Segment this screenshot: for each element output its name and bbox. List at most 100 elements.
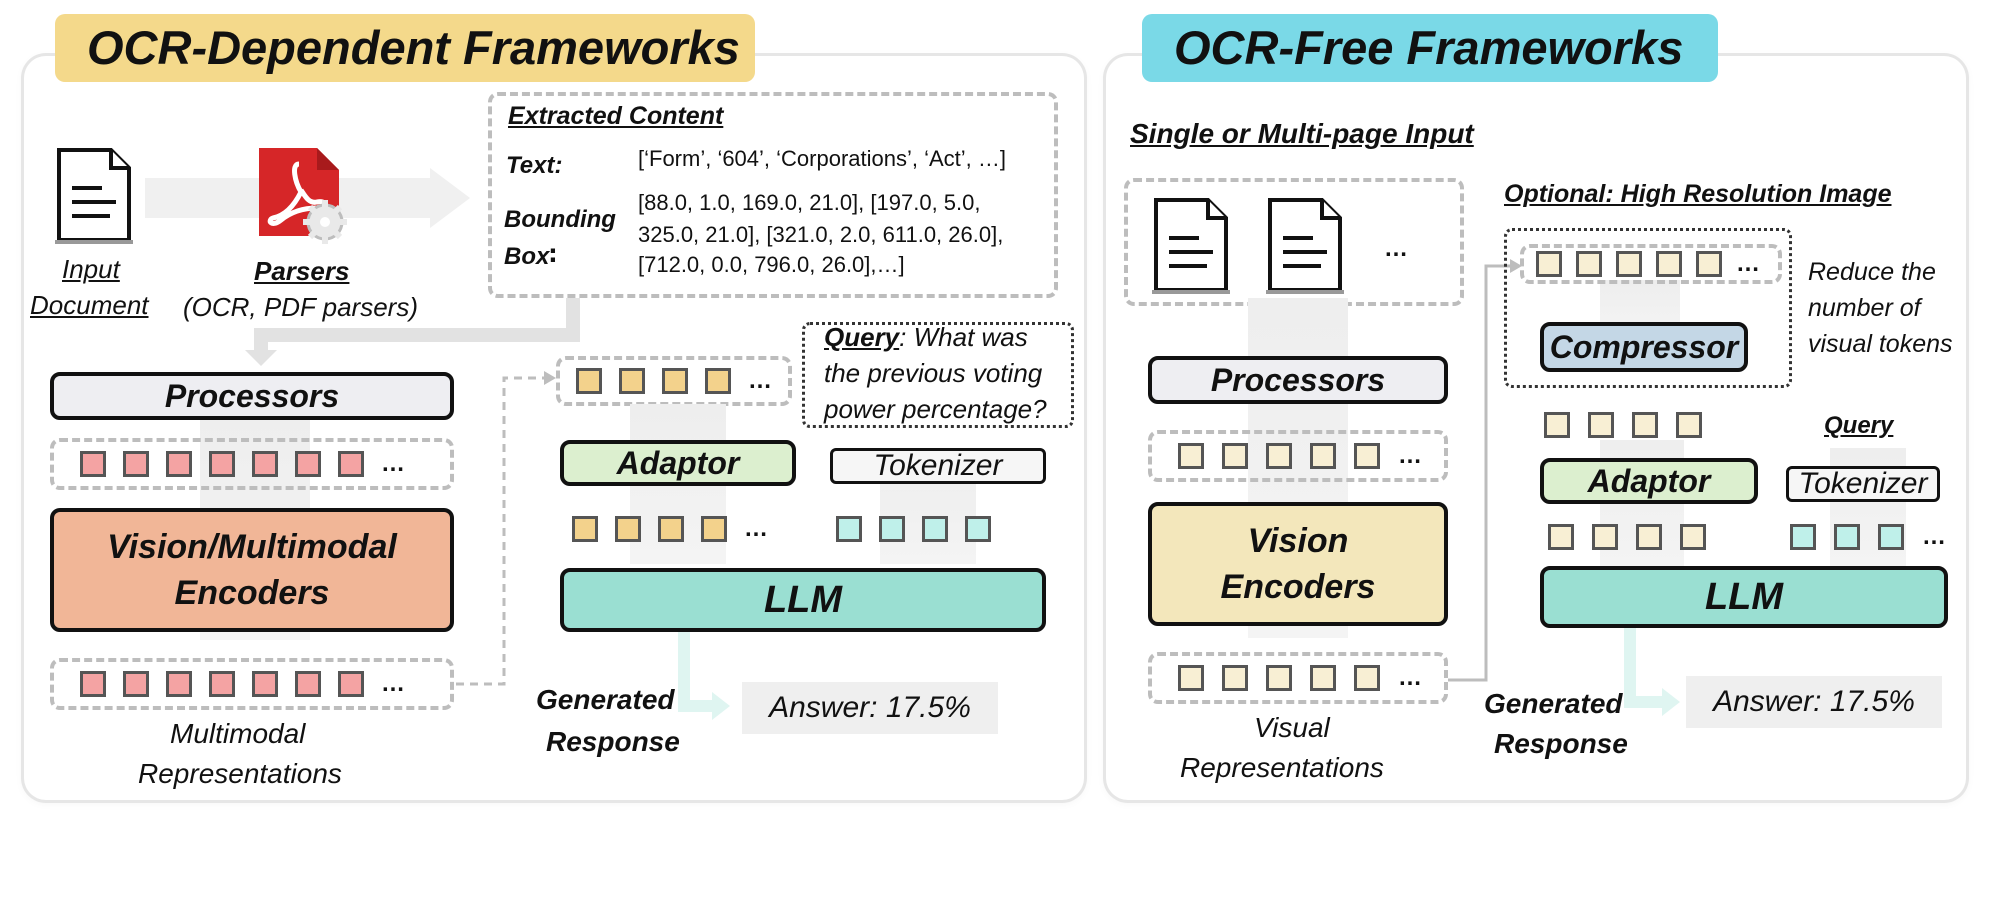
token-ellipsis: … (381, 670, 405, 697)
parsers-label: Parsers (254, 256, 350, 286)
answer-box: Answer: 17.5% (1686, 676, 1942, 728)
token (80, 451, 106, 477)
token (662, 368, 688, 394)
dashed-connector (456, 371, 556, 686)
query-line-1-rest: : What was (899, 322, 1028, 352)
query-box (802, 322, 1074, 428)
token (576, 368, 602, 394)
llm-box: LLM (560, 568, 1046, 632)
query-label: Query (1824, 412, 1894, 439)
token (1354, 665, 1380, 691)
token (166, 451, 192, 477)
token (1178, 665, 1204, 691)
token-ellipsis: … (1736, 250, 1760, 277)
token (252, 451, 278, 477)
token (338, 451, 364, 477)
token (1266, 443, 1292, 469)
multimodal-representations-label-1: Multimodal (170, 718, 306, 749)
visual-token-row: … (1148, 652, 1448, 704)
optional-high-res-heading: Optional: High Resolution Image (1504, 180, 1892, 208)
processors-box: Processors (1148, 356, 1448, 404)
token (1636, 524, 1662, 550)
pdf-parser-icon (259, 148, 347, 244)
token (338, 671, 364, 697)
reduce-tokens-line-3: visual tokens (1808, 330, 1953, 358)
input-document-label-2: Document (30, 290, 149, 320)
generated-response-label-2: Response (1494, 728, 1628, 759)
token (1790, 524, 1816, 550)
processor-token-row: … (1148, 430, 1448, 482)
encoder-line-1: Vision (1247, 522, 1349, 560)
encoder-line-1: Vision/Multimodal (107, 528, 397, 566)
ocr-dependent-title: OCR-Dependent Frameworks (55, 14, 755, 82)
visual-to-optional-connector (1448, 259, 1522, 682)
token (619, 368, 645, 394)
token (209, 451, 235, 477)
tokenizer-output-tokens (820, 514, 991, 544)
bbox-line-2: 325.0, 21.0], [321.0, 2.0, 611.0, 26.0], (638, 222, 1004, 247)
token (879, 516, 905, 542)
reduce-tokens-line-1: Reduce the (1808, 258, 1936, 286)
token (1354, 443, 1380, 469)
bbox-label-1: Bounding (504, 206, 616, 233)
token-ellipsis: … (1398, 664, 1422, 691)
encoder-line-2: Encoders (174, 574, 330, 612)
token (965, 516, 991, 542)
elbow-arrow-down (254, 328, 268, 354)
elbow-arrow-head (245, 350, 277, 366)
token (295, 451, 321, 477)
token (123, 671, 149, 697)
response-arrow-horizontal (1624, 696, 1664, 708)
text-value: [‘Form’, ‘604’, ‘Corporations’, ‘Act’, …… (638, 146, 1006, 171)
token (166, 671, 192, 697)
visual-representations-label-2: Representations (1180, 752, 1384, 783)
token (1696, 251, 1722, 277)
token (123, 451, 149, 477)
vision-multimodal-encoder-box: Vision/Multimodal Encoders (50, 508, 454, 632)
token (1834, 524, 1860, 550)
token-ellipsis: … (381, 450, 405, 477)
tokenizer-box: Tokenizer (1786, 466, 1940, 502)
document-icon (1152, 198, 1230, 294)
token (80, 671, 106, 697)
token (658, 516, 684, 542)
token (1178, 443, 1204, 469)
text-label: Text: (506, 152, 563, 179)
token (1878, 524, 1904, 550)
token (1222, 443, 1248, 469)
adaptor-output-tokens (1534, 522, 1706, 552)
token (1536, 251, 1562, 277)
token-ellipsis: … (748, 367, 772, 394)
vision-encoder-box: Vision Encoders (1148, 502, 1448, 626)
token (615, 516, 641, 542)
token-ellipsis: … (1922, 523, 1946, 550)
token (572, 516, 598, 542)
tokenizer-output-tokens: … (1776, 522, 1946, 552)
response-arrow-head (712, 692, 730, 720)
query-line-2: the previous voting (824, 358, 1043, 388)
encoder-line-2: Encoders (1220, 568, 1376, 606)
token (1616, 251, 1642, 277)
compressed-tokens (1530, 410, 1702, 440)
answer-box: Answer: 17.5% (742, 682, 998, 734)
parsers-sublabel: (OCR, PDF parsers) (183, 292, 418, 322)
llm-box: LLM (1540, 566, 1948, 628)
token (1310, 443, 1336, 469)
token (252, 671, 278, 697)
query-line-1: Query: What was (824, 322, 1028, 353)
adaptor-output-tokens: … (556, 514, 768, 544)
generated-response-label-1: Generated (1484, 688, 1623, 719)
elbow-arrow-horizontal (254, 328, 580, 342)
token (1266, 665, 1292, 691)
response-arrow-horizontal (678, 700, 714, 712)
token (1656, 251, 1682, 277)
token (922, 516, 948, 542)
generated-response-label-2: Response (546, 726, 680, 757)
high-res-token-row: … (1520, 244, 1782, 284)
token (1676, 412, 1702, 438)
input-document-label-1: Input (62, 254, 120, 284)
token (701, 516, 727, 542)
token (1548, 524, 1574, 550)
multimodal-token-row: … (50, 658, 454, 710)
extracted-content-box (488, 92, 1058, 298)
